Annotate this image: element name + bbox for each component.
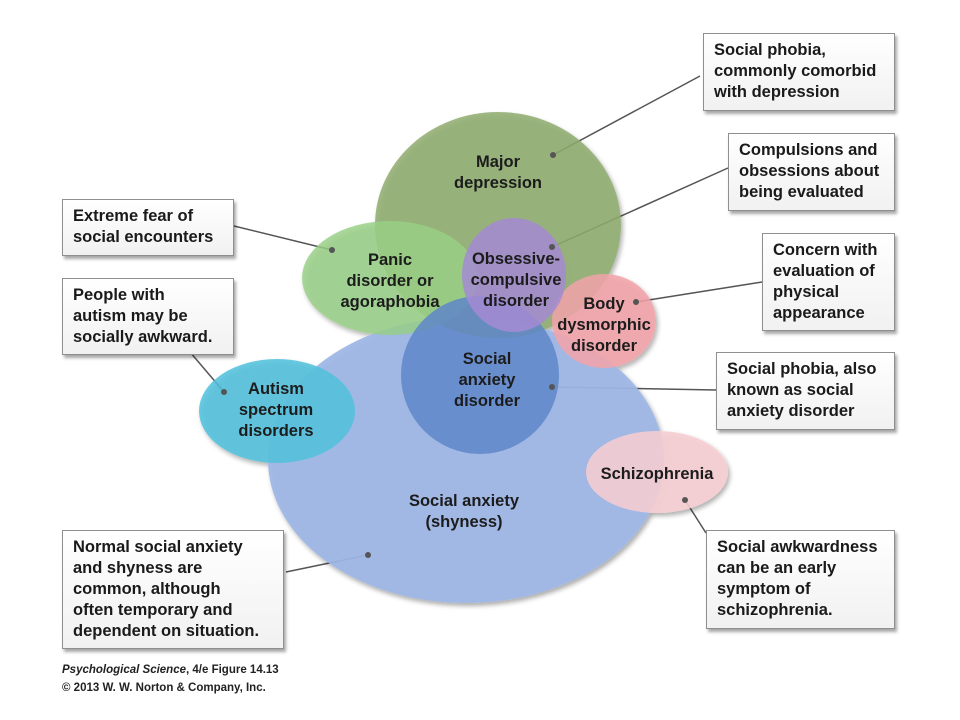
bubble-label-line: compulsive: [471, 271, 562, 289]
label-ocd: Obsessive-compulsive disorder: [471, 250, 562, 310]
dot-sad: [549, 384, 555, 390]
dot-bdd: [633, 299, 639, 305]
label-bdd: Body dysmorphic disorder: [557, 295, 651, 355]
dot-panic: [329, 247, 335, 253]
callout-normal-anxiety: Normal social anxiety and shyness are co…: [62, 530, 284, 649]
bubble-label-line: Autism: [248, 380, 304, 398]
bubble-social-anxiety-disorder: [401, 296, 559, 454]
bubble-label-line: spectrum: [239, 401, 313, 419]
bubble-autism: [199, 359, 355, 463]
label-social-anxiety-disorder: Social anxiety disorder: [454, 350, 521, 410]
callout-compulsions: Compulsions and obsessions about being e…: [728, 133, 895, 211]
copyright-line: © 2013 W. W. Norton & Company, Inc.: [62, 682, 266, 694]
bubble-label-line: Social anxiety: [409, 492, 520, 510]
bubble-schizophrenia: [586, 431, 728, 513]
bubble-label-line: (shyness): [425, 513, 502, 531]
bubble-panic: [302, 221, 478, 335]
bubble-label-line: dysmorphic: [557, 316, 651, 334]
callout-concern-appearance: Concern with evaluation of physical appe…: [762, 233, 895, 331]
bubble-social-anxiety: [268, 317, 664, 603]
figure-credit-line: Psychological Science, 4/e Figure 14.13: [62, 664, 279, 676]
bubble-label-line: Body: [583, 295, 625, 313]
bubble-label-line: Obsessive-: [472, 250, 560, 268]
bubble-bdd: [552, 274, 656, 368]
connector-panic: [233, 225, 333, 251]
dot-autism: [221, 389, 227, 395]
dot-schizophrenia: [682, 497, 688, 503]
bubble-label-line: disorder: [454, 392, 521, 410]
bubble-label-line: disorder: [571, 337, 638, 355]
label-panic: Panic disorder or agoraphobia: [340, 251, 440, 311]
callout-social-phobia-depression: Social phobia, commonly comorbid with de…: [703, 33, 895, 111]
bubble-label-line: anxiety: [459, 371, 517, 389]
bubble-label-line: Panic: [368, 251, 412, 269]
label-social-anxiety: Social anxiety (shyness): [409, 492, 520, 531]
callout-schizophrenia-symptom: Social awkwardness can be an early sympt…: [706, 530, 895, 629]
dot-ocd: [549, 244, 555, 250]
connector-bdd: [635, 281, 763, 303]
bubble-label-line: Major: [476, 153, 521, 171]
credit-book-title: Psychological Science: [62, 664, 187, 676]
connector-dots: [221, 152, 688, 558]
label-major-depression: Major depression: [454, 153, 542, 192]
bubble-label-line: depression: [454, 174, 542, 192]
bubble-label-line: disorder or: [346, 272, 434, 290]
bubble-label-line: Social: [463, 350, 512, 368]
callout-social-phobia-aka: Social phobia, also known as social anxi…: [716, 352, 895, 430]
callout-extreme-fear: Extreme fear of social encounters: [62, 199, 234, 256]
bubble-label-line: disorder: [483, 292, 550, 310]
callout-autism-awkward: People with autism may be socially awkwa…: [62, 278, 234, 355]
bubble-ocd: [462, 218, 566, 332]
bubble-label-line: disorders: [238, 422, 313, 440]
dot-social-anxiety: [365, 552, 371, 558]
bubble-label-line: Schizophrenia: [601, 465, 715, 483]
label-autism: Autism spectrum disorders: [238, 380, 313, 440]
bubble-label-line: agoraphobia: [340, 293, 440, 311]
credit-edition: , 4/e Figure 14.13: [186, 664, 279, 676]
dot-depression: [550, 152, 556, 158]
label-schizophrenia: Schizophrenia: [601, 465, 715, 483]
